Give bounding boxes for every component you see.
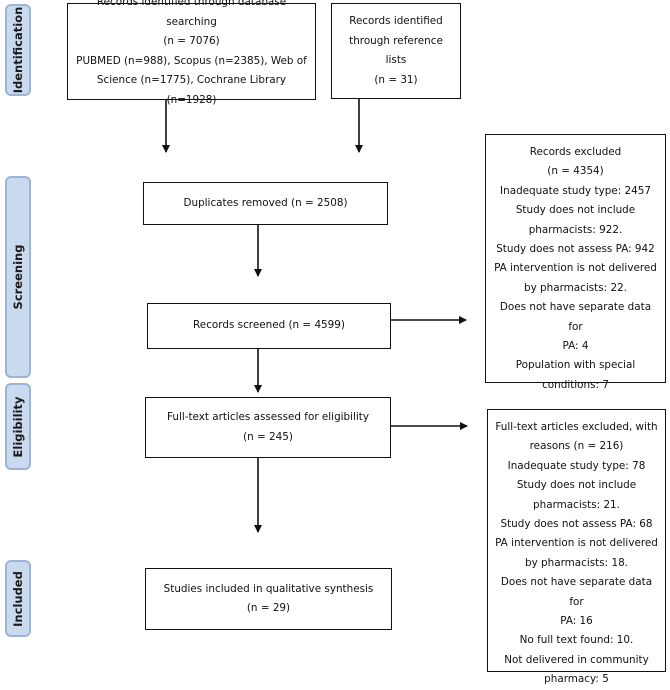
fulltext-excluded-line: pharmacists: 21. <box>533 498 620 511</box>
fulltext-excluded-box: Full-text articles excluded, with reason… <box>487 409 666 685</box>
records-excluded-box: Records excluded (n = 4354) Inadequate s… <box>485 134 666 391</box>
records-excluded-line: (n = 4354) <box>547 165 604 178</box>
fulltext-excluded-line: Study does not assess PA: 68 <box>500 518 653 531</box>
fulltext-excluded-line: Study does not include <box>516 479 637 492</box>
database-search-sources-1: PUBMED (n=988), Scopus (n=2385), Web of <box>76 54 307 67</box>
fulltext-excluded-line: reasons (n = 216) <box>529 440 624 453</box>
records-excluded-line: by pharmacists: 22. <box>523 281 627 294</box>
studies-included-title: Studies included in qualitative synthesi… <box>163 582 374 595</box>
reference-lists-box: Records identified through reference lis… <box>331 3 461 99</box>
phase-included: Included <box>5 560 31 637</box>
fulltext-excluded-line: Not delivered in community <box>504 653 649 666</box>
phase-screening: Screening <box>5 176 31 378</box>
records-excluded-line: Study does not assess PA: 942 <box>496 243 655 256</box>
records-excluded-line: pharmacists: 922. <box>528 223 623 236</box>
records-excluded-line: PA: 4 <box>562 340 589 353</box>
records-excluded-line: Inadequate study type: 2457 <box>500 184 651 197</box>
records-excluded-line: Study does not include <box>515 204 636 217</box>
records-screened-text: Records screened (n = 4599) <box>193 319 345 332</box>
studies-included-count: (n = 29) <box>246 602 291 614</box>
database-search-title: Records identified through database sear… <box>96 0 287 28</box>
fulltext-excluded-line: by pharmacists: 18. <box>524 556 628 569</box>
fulltext-excluded-line: PA: 16 <box>560 615 593 628</box>
flow-arrows <box>162 99 468 533</box>
database-search-sources-2: Science (n=1775), Cochrane Library (n=19… <box>96 74 287 106</box>
fulltext-excluded-line: Full-text articles excluded, with <box>495 421 658 433</box>
phase-eligibility: Eligibility <box>5 383 31 470</box>
records-excluded-line: PA intervention is not delivered <box>494 262 657 275</box>
records-excluded-line: Records excluded <box>529 146 622 158</box>
database-search-count: (n = 7076) <box>163 35 220 47</box>
fulltext-assessed-box: Full-text articles assessed for eligibil… <box>145 397 391 458</box>
reference-lists-line-1: Records identified <box>349 15 443 27</box>
fulltext-excluded-line: Inadequate study type: 78 <box>507 459 646 472</box>
records-excluded-line: conditions: 7 <box>542 378 609 391</box>
duplicates-removed-box: Duplicates removed (n = 2508) <box>143 182 388 225</box>
fulltext-excluded-line: No full text found: 10. <box>519 634 634 647</box>
phase-identification: Identification <box>5 4 31 96</box>
records-excluded-line: Population with special <box>515 359 636 372</box>
records-excluded-line: Does not have separate data for <box>499 301 652 333</box>
fulltext-assessed-count: (n = 245) <box>243 430 293 443</box>
reference-lists-line-2: through reference <box>349 34 443 47</box>
records-screened-box: Records screened (n = 4599) <box>147 303 391 349</box>
fulltext-assessed-title: Full-text articles assessed for eligibil… <box>166 411 370 423</box>
reference-lists-count: (n = 31) <box>374 73 418 86</box>
studies-included-box: Studies included in qualitative synthesi… <box>145 568 392 630</box>
prisma-flow-diagram: Identification Screening Eligibility Inc… <box>5 0 666 685</box>
fulltext-excluded-line: Does not have separate data for <box>500 576 653 608</box>
fulltext-excluded-line: PA intervention is not delivered <box>495 537 658 550</box>
reference-lists-line-3: lists <box>385 54 407 66</box>
duplicates-removed-text: Duplicates removed (n = 2508) <box>183 196 348 209</box>
database-search-box: Records identified through database sear… <box>67 0 316 106</box>
